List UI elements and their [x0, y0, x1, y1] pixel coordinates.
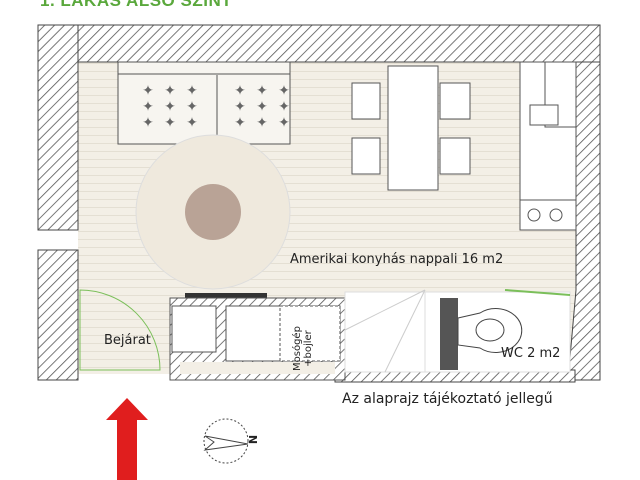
tv-bar	[185, 293, 267, 298]
appliance-line-2: +bojler	[303, 330, 314, 367]
kitchen-counter	[519, 61, 577, 231]
wall-left-lower	[37, 249, 79, 381]
cushion-tuft: ✦	[256, 99, 268, 115]
cushion-tuft: ✦	[164, 83, 176, 99]
cushion-tuft: ✦	[256, 115, 268, 131]
cushion-tuft: ✦	[186, 99, 198, 115]
entrance-door	[79, 289, 161, 371]
wall-left-upper	[37, 24, 79, 231]
sofa	[117, 61, 291, 145]
cushion-tuft: ✦	[278, 99, 290, 115]
living-room-label: Amerikai konyhás nappali 16 m2	[290, 252, 504, 267]
cushion-tuft: ✦	[234, 83, 246, 99]
dining-set	[351, 65, 471, 191]
cushion-tuft: ✦	[278, 115, 290, 131]
compass-label: N	[246, 434, 260, 445]
appliance-label: Mosógép +bojler	[292, 326, 314, 371]
wall-top	[37, 24, 601, 63]
cushion-tuft: ✦	[164, 115, 176, 131]
appliance-line-1: Mosógép	[292, 326, 303, 371]
entrance-label: Bejárat	[104, 333, 151, 348]
wc-door	[504, 289, 571, 296]
wc-cistern	[440, 298, 458, 370]
cushion-tuft: ✦	[256, 83, 268, 99]
cushion-tuft: ✦	[186, 83, 198, 99]
plan-title: 1. LAKÁS ALSÓ SZINT	[40, 0, 233, 10]
entry-arrow-icon	[106, 398, 148, 480]
utility-block	[169, 297, 346, 381]
compass-icon	[203, 418, 249, 464]
cushion-tuft: ✦	[234, 115, 246, 131]
coffee-table	[185, 184, 241, 240]
stairs	[344, 289, 426, 373]
disclaimer-note: Az alaprajz tájékoztató jellegű	[342, 391, 553, 407]
cushion-tuft: ✦	[234, 99, 246, 115]
wc-label: WC 2 m2	[501, 346, 561, 361]
cushion-tuft: ✦	[142, 115, 154, 131]
cushion-tuft: ✦	[278, 83, 290, 99]
cushion-tuft: ✦	[142, 83, 154, 99]
cushion-tuft: ✦	[186, 115, 198, 131]
cushion-tuft: ✦	[142, 99, 154, 115]
cushion-tuft: ✦	[164, 99, 176, 115]
